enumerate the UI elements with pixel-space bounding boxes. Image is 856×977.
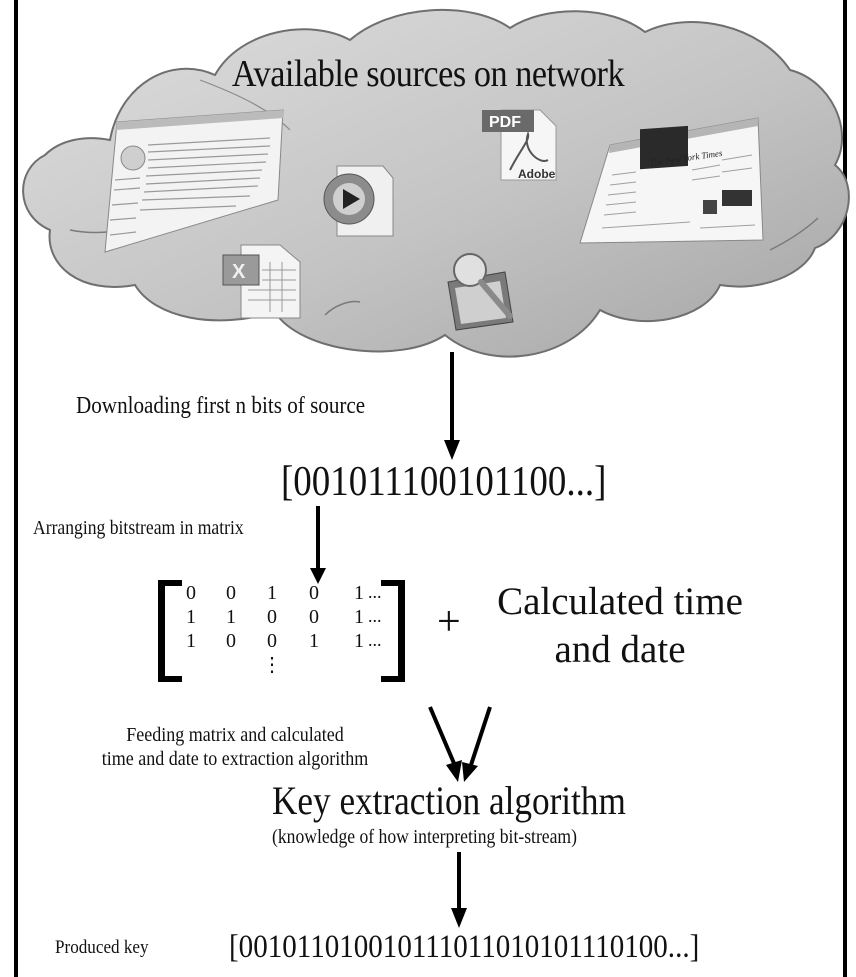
matrix-cell: 0	[267, 630, 277, 652]
arrowhead	[310, 568, 326, 584]
image-preview-icon	[447, 253, 514, 331]
bit-matrix: 0 0 1 0 1 ... 1 1 0 0 1 ... 1 0 0 1 1 ..…	[160, 578, 410, 682]
matrix-brackets	[158, 580, 405, 682]
produced-key-bitstream: [001011010010111011010101110100...]	[229, 929, 700, 965]
arrows	[310, 352, 492, 928]
arrowhead	[451, 908, 467, 928]
row-ellipsis: ...	[368, 606, 382, 626]
svg-text:X: X	[232, 261, 246, 283]
matrix-cell: 1	[309, 630, 319, 652]
downloaded-bitstream: [001011100101100...]	[281, 459, 607, 505]
calc-line-2: and date	[554, 628, 686, 671]
produced-key-label: Produced key	[55, 937, 149, 958]
excel-spreadsheet-icon: X	[222, 244, 301, 319]
cloud-fold-line	[769, 217, 819, 251]
row-ellipsis: ...	[368, 582, 382, 602]
matrix-cell: 0	[226, 630, 236, 652]
matrix-cell: 1	[226, 606, 236, 628]
wikipedia-webpage-icon	[104, 109, 284, 253]
feed-line-2: time and date to extraction algorithm	[101, 748, 369, 770]
algorithm-title: Key extraction algorithm	[272, 778, 626, 823]
arrowhead	[446, 760, 462, 782]
arrowhead	[444, 440, 460, 460]
pdf-file-icon: PDF Adobe	[482, 109, 557, 181]
arrowhead	[462, 762, 478, 782]
matrix-cell: 1	[354, 606, 364, 628]
frame-border-right	[843, 0, 847, 977]
matrix-cell: 0	[309, 606, 319, 628]
matrix-cell: 1	[354, 630, 364, 652]
matrix-cell: 0	[226, 582, 236, 604]
matrix-cell: 1	[186, 630, 196, 652]
feed-line-1: Feeding matrix and calculated	[126, 724, 344, 746]
matrix-cell: 1	[267, 582, 277, 604]
matrix-cell: 1	[186, 606, 196, 628]
arrow-feed-matrix	[428, 706, 458, 769]
cloud-fold-line	[199, 79, 291, 131]
feed-step-label: Feeding matrix and calculated time and d…	[78, 723, 393, 771]
arrange-step-label: Arranging bitstream in matrix	[33, 517, 244, 539]
matrix-cell: 0	[309, 582, 319, 604]
download-step-label: Downloading first n bits of source	[76, 393, 366, 419]
matrix-cell: 0	[186, 582, 196, 604]
matrix-cell: 0	[267, 606, 277, 628]
svg-text:PDF: PDF	[489, 114, 521, 131]
svg-text:Adobe: Adobe	[518, 167, 556, 181]
calc-line-1: Calculated time	[497, 580, 743, 623]
frame-border-left	[14, 0, 18, 977]
media-player-file-icon	[323, 165, 394, 237]
cloud-fold-line	[324, 300, 361, 316]
calculated-time-date: Calculated time and date	[470, 578, 770, 674]
matrix-cell: 1	[354, 582, 364, 604]
newspaper-webpage-icon: The New York Times	[579, 117, 764, 244]
cloud-title: Available sources on network	[231, 53, 625, 95]
arrow-feed-time	[468, 706, 492, 769]
plus-sign: +	[437, 599, 461, 645]
algorithm-subtitle: (knowledge of how interpreting bit-strea…	[272, 826, 577, 848]
row-ellipsis: ...	[368, 630, 382, 650]
column-ellipsis: ⋮	[262, 654, 282, 676]
